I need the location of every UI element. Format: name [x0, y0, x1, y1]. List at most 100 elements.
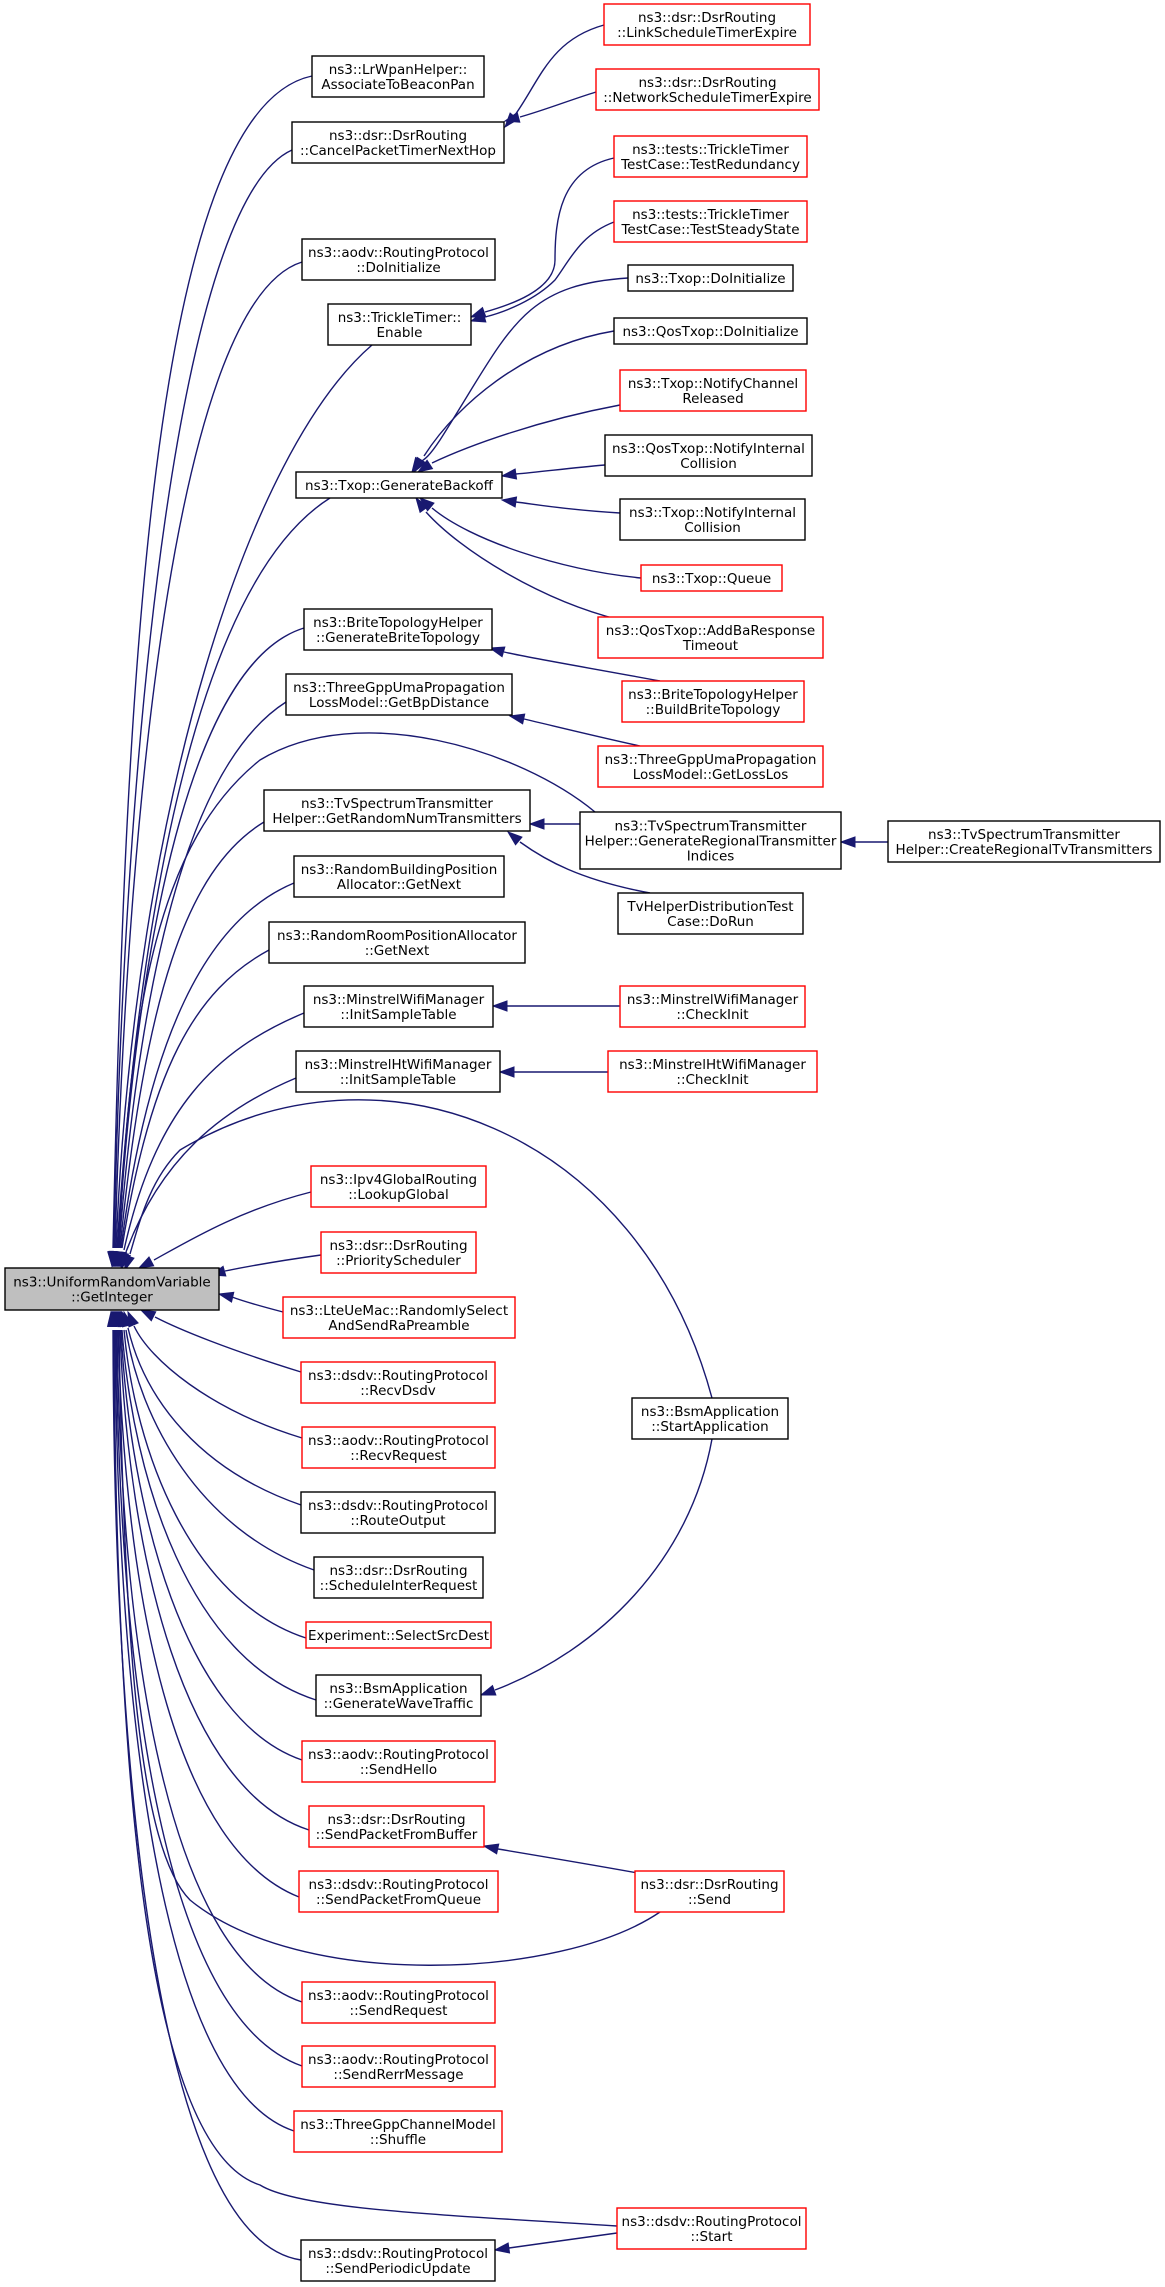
node-box [300, 2239, 496, 2282]
node-aodvsendrerr[interactable]: ns3::aodv::RoutingProtocol::SendRerrMess… [301, 2045, 496, 2088]
edge-line [115, 344, 373, 1249]
node-label-line: ::ScheduleInterRequest [320, 1578, 478, 1594]
node-dsdvroute[interactable]: ns3::dsdv::RoutingProtocol::RouteOutput [300, 1491, 496, 1534]
node-britebuild[interactable]: ns3::BriteTopologyHelper::BuildBriteTopo… [621, 680, 805, 723]
node-minhtinit[interactable]: ns3::MinstrelHtWifiManager::InitSampleTa… [295, 1050, 501, 1093]
node-lteue[interactable]: ns3::LteUeMac::RandomlySelectAndSendRaPr… [282, 1296, 516, 1339]
node-genbackoff[interactable]: ns3::Txop::GenerateBackoff [295, 471, 503, 499]
node-lrwpan[interactable]: ns3::LrWpanHelper::AssociateToBeaconPan [311, 55, 485, 98]
node-label-line: TestCase::TestRedundancy [620, 157, 800, 173]
node-aodvhello[interactable]: ns3::aodv::RoutingProtocol::SendHello [301, 1740, 496, 1783]
node-box [293, 855, 505, 898]
node-label-line: Case::DoRun [667, 914, 754, 930]
node-label-line: ns3::dsdv::RoutingProtocol [309, 1877, 489, 1893]
node-box [613, 317, 808, 345]
node-label-line: ns3::Txop::DoInitialize [635, 271, 785, 287]
edge-line [121, 1329, 317, 1701]
edge-line [514, 24, 605, 116]
node-randroom[interactable]: ns3::RandomRoomPositionAllocator::GetNex… [268, 921, 526, 964]
node-minstrelcheck[interactable]: ns3::MinstrelWifiManager::CheckInit [619, 985, 806, 1028]
node-box [268, 921, 526, 964]
node-randbuild[interactable]: ns3::RandomBuildingPositionAllocator::Ge… [293, 855, 505, 898]
edge-tvcreate-to-tvregional [839, 836, 889, 848]
edge-trickleredund-to-trickle [469, 157, 615, 318]
node-label-line: ns3::dsdv::RoutingProtocol [308, 1368, 488, 1384]
node-box [315, 1674, 482, 1717]
node-label-line: ::CheckInit [676, 1007, 748, 1023]
node-bpdist[interactable]: ns3::ThreeGppUmaPropagationLossModel::Ge… [285, 673, 513, 716]
edge-dsdvsendq-to-root [111, 1310, 300, 1898]
edge-line [423, 330, 615, 457]
node-cancelpkt[interactable]: ns3::dsr::DsrRouting::CancelPacketTimerN… [291, 121, 505, 164]
node-bsmstart[interactable]: ns3::BsmApplication::StartApplication [631, 1397, 789, 1440]
node-losslos[interactable]: ns3::ThreeGppUmaPropagationLossModel::Ge… [597, 745, 824, 788]
edge-line [431, 404, 621, 464]
edge-lteue-to-root [217, 1291, 284, 1313]
edge-notifycoll-to-genbackoff [500, 496, 621, 514]
node-box [300, 1361, 496, 1404]
node-dsrsend[interactable]: ns3::dsr::DsrRouting::Send [634, 1870, 785, 1913]
node-txopqueue[interactable]: ns3::Txop::Queue [640, 564, 783, 592]
node-label-line: ns3::MinstrelHtWifiManager [305, 1057, 492, 1073]
node-box [616, 2207, 807, 2250]
node-shuffle[interactable]: ns3::ThreeGppChannelModel::Shuffle [293, 2110, 503, 2153]
node-ipv4lookup[interactable]: ns3::Ipv4GlobalRouting::LookupGlobal [310, 1165, 487, 1208]
edge-netsched-to-cancelpkt [503, 91, 597, 123]
arrowhead-icon [469, 311, 487, 323]
node-dsdvstart[interactable]: ns3::dsdv::RoutingProtocol::Start [616, 2207, 807, 2250]
node-dsrsendbuf[interactable]: ns3::dsr::DsrRouting::SendPacketFromBuff… [308, 1805, 485, 1848]
node-box [579, 811, 842, 870]
edge-tricklesteady-to-trickle [469, 221, 615, 323]
node-trickleredund[interactable]: ns3::tests::TrickleTimerTestCase::TestRe… [613, 135, 808, 178]
node-minstrelinit[interactable]: ns3::MinstrelWifiManager::InitSampleTabl… [303, 985, 494, 1028]
edge-line [127, 1327, 302, 1506]
node-netsched[interactable]: ns3::dsr::DsrRouting::NetworkScheduleTim… [595, 68, 820, 111]
node-tricklesteady[interactable]: ns3::tests::TrickleTimerTestCase::TestSt… [613, 200, 808, 243]
node-aodvinit[interactable]: ns3::aodv::RoutingProtocol::DoInitialize [301, 238, 496, 281]
node-linksched[interactable]: ns3::dsr::DsrRouting::LinkScheduleTimerE… [603, 3, 811, 46]
node-dsdvrecv[interactable]: ns3::dsdv::RoutingProtocol::RecvDsdv [300, 1361, 496, 1404]
edge-notifychan-to-genbackoff [416, 404, 621, 473]
node-label-line: ::InitSampleTable [340, 1072, 456, 1088]
node-box [613, 200, 808, 243]
node-txopinit[interactable]: ns3::Txop::DoInitialize [627, 264, 794, 292]
node-label-line: ns3::ThreeGppUmaPropagation [605, 752, 817, 768]
node-selectsrc[interactable]: Experiment::SelectSrcDest [305, 1621, 492, 1649]
node-tvregional[interactable]: ns3::TvSpectrumTransmitterHelper::Genera… [579, 811, 842, 870]
arrowhead-icon [508, 713, 526, 725]
node-box [617, 892, 804, 935]
node-britegen[interactable]: ns3::BriteTopologyHelper::GenerateBriteT… [303, 608, 493, 651]
node-qostxopinit[interactable]: ns3::QosTxop::DoInitialize [613, 317, 808, 345]
node-aodvrecv[interactable]: ns3::aodv::RoutingProtocol::RecvRequest [301, 1426, 496, 1469]
node-trickle[interactable]: ns3::TrickleTimer::Enable [327, 303, 472, 346]
node-label-line: ::SendPacketFromQueue [316, 1892, 481, 1908]
node-tvcreate[interactable]: ns3::TvSpectrumTransmitterHelper::Create… [887, 820, 1161, 863]
arrowhead-icon [479, 1684, 497, 1696]
node-minhtcheck[interactable]: ns3::MinstrelHtWifiManager::CheckInit [607, 1050, 818, 1093]
arrowhead-icon [493, 2242, 511, 2254]
node-dsdvperiodic[interactable]: ns3::dsdv::RoutingProtocol::SendPeriodic… [300, 2239, 496, 2282]
node-dsdvsendq[interactable]: ns3::dsdv::RoutingProtocol::SendPacketFr… [298, 1870, 499, 1913]
node-label-line: ::BuildBriteTopology [646, 702, 781, 718]
node-dsrprio[interactable]: ns3::dsr::DsrRouting::PriorityScheduler [320, 1231, 477, 1274]
node-label-line: ns3::MinstrelHtWifiManager [619, 1057, 806, 1073]
node-aodvsendreq[interactable]: ns3::aodv::RoutingProtocol::SendRequest [301, 1981, 496, 2024]
edge-line [123, 1012, 305, 1251]
node-dsrschedinter[interactable]: ns3::dsr::DsrRouting::ScheduleInterReque… [313, 1556, 484, 1599]
node-bsmgen[interactable]: ns3::BsmApplication::GenerateWaveTraffic [315, 1674, 482, 1717]
node-label-line: ns3::tests::TrickleTimer [632, 207, 789, 223]
node-box [595, 68, 820, 111]
node-box [301, 1740, 496, 1783]
arrowhead-icon [137, 1256, 155, 1269]
edge-line [114, 1329, 295, 2132]
node-box [295, 1050, 501, 1093]
node-box [293, 2110, 503, 2153]
node-tvrandom[interactable]: ns3::TvSpectrumTransmitterHelper::GetRan… [263, 789, 531, 832]
edge-aodvsendreq-to-root [110, 1310, 303, 2003]
